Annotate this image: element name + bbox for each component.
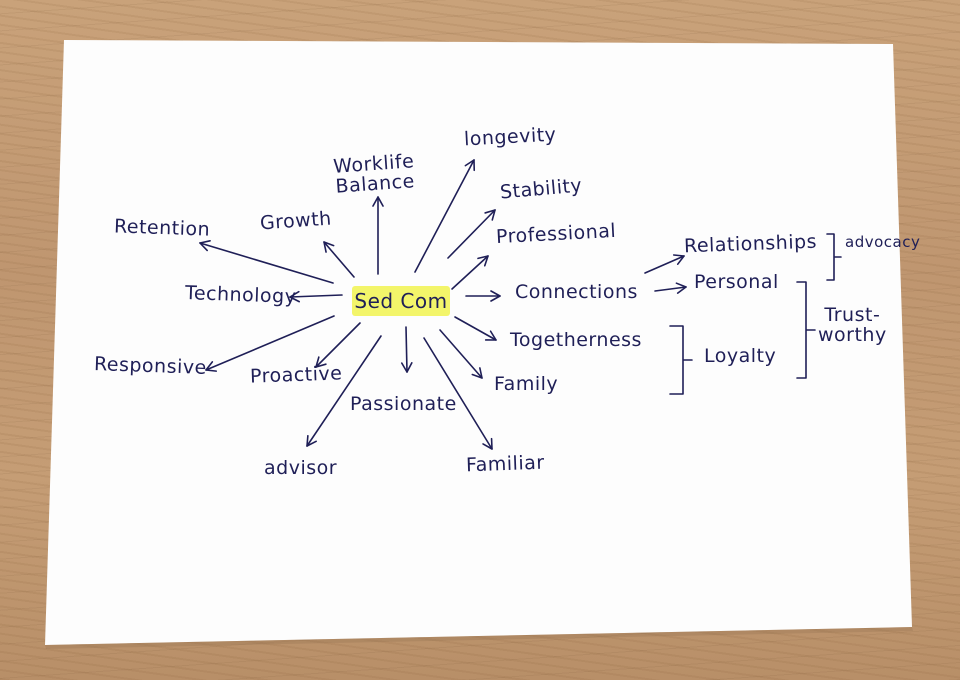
node-worklife-balance: Worklife Balance bbox=[333, 150, 417, 197]
arrow-to-personal bbox=[654, 282, 687, 294]
arrow-to-advisor bbox=[306, 335, 382, 447]
node-connections: Connections bbox=[515, 281, 638, 303]
arrow-to-responsive bbox=[205, 315, 335, 372]
arrow-to-togetherness bbox=[454, 316, 497, 341]
node-technology: Technology bbox=[184, 282, 297, 308]
node-responsive: Responsive bbox=[93, 353, 208, 379]
arrow-to-family bbox=[439, 329, 483, 379]
arrow-to-proactive bbox=[315, 322, 361, 368]
node-familiar: Familiar bbox=[465, 451, 545, 477]
arrow-to-relationships bbox=[644, 254, 685, 274]
center-node-sedcom: Sed Com bbox=[352, 286, 450, 316]
node-proactive: Proactive bbox=[249, 362, 343, 388]
bracket-trustworthy bbox=[796, 281, 816, 379]
node-relationships: Relationships bbox=[683, 230, 818, 258]
bracket-loyalty bbox=[669, 325, 693, 395]
arrow-to-technology bbox=[289, 290, 343, 303]
paper-sheet bbox=[45, 40, 912, 645]
node-loyalty: Loyalty bbox=[704, 345, 777, 367]
node-longevity: longevity bbox=[463, 123, 557, 151]
arrow-to-longevity bbox=[414, 159, 476, 273]
arrow-to-passionate bbox=[401, 326, 413, 373]
node-trustworthy-line1: Trust- bbox=[824, 304, 881, 326]
node-retention: Retention bbox=[113, 215, 211, 241]
arrow-to-familiar bbox=[423, 337, 493, 450]
bracket-advocacy bbox=[826, 233, 842, 281]
node-family: Family bbox=[494, 373, 559, 395]
node-personal: Personal bbox=[694, 271, 779, 293]
arrow-to-stability bbox=[447, 209, 496, 259]
arrow-to-retention bbox=[199, 240, 334, 284]
arrow-to-professional bbox=[451, 255, 489, 290]
node-trustworthy: Trust- worthy bbox=[818, 304, 887, 346]
node-trustworthy-line2: worthy bbox=[818, 323, 887, 346]
arrow-to-growth bbox=[323, 241, 355, 278]
node-togetherness: Togetherness bbox=[510, 329, 642, 351]
node-growth: Growth bbox=[259, 207, 333, 235]
node-advocacy: advocacy bbox=[845, 233, 921, 251]
node-passionate: Passionate bbox=[350, 393, 457, 415]
node-advisor: advisor bbox=[264, 457, 338, 479]
